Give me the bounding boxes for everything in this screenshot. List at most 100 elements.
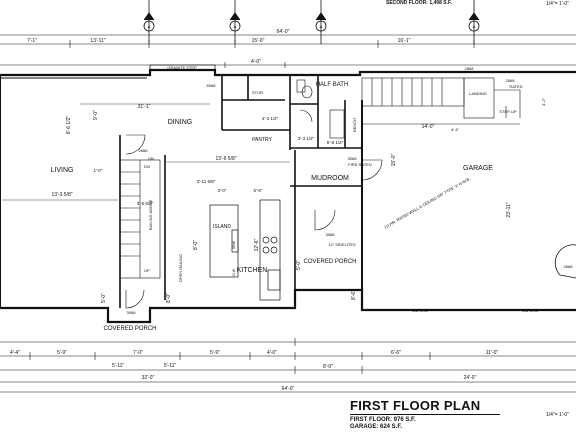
fire-rated-label: FIRE RATED	[348, 162, 372, 167]
dim-b1: 4'-4"	[10, 350, 20, 356]
dw-label: D.W.	[232, 268, 236, 276]
title-block: FIRST FLOOR PLAN FIRST FLOOR: 976 S.F. G…	[350, 398, 576, 432]
grid-marker: A	[234, 24, 237, 29]
exterior-walls	[0, 68, 576, 324]
top-dimension-lines	[0, 34, 576, 68]
sidelites-label: 14" SIDELITES	[328, 242, 356, 247]
open-railing-label: OPEN RAILING	[178, 254, 183, 282]
dim-top-4: 16'-1"	[398, 38, 411, 44]
scale-top: 1/4"= 1'-0"	[546, 1, 569, 7]
room-stor: STOR.	[252, 90, 264, 95]
bottom-dimension-lines	[0, 338, 576, 393]
door-tag: 6068	[207, 83, 217, 88]
stair-dn-label: DN	[144, 164, 150, 169]
dim-m5: 5'-0"	[101, 293, 107, 303]
dim-k3: 4'-3 1/2"	[262, 116, 279, 121]
rated-wall-note: (1) HR. RATED WALL & CEILING 5/8" TYPE '…	[383, 176, 471, 230]
dim-living-w: 13'-3 5/8"	[51, 192, 72, 198]
dim-b5: 4'-0"	[267, 350, 277, 356]
dim-b8: 5'-11"	[112, 363, 125, 369]
dim-g-5: 4'-2"	[541, 97, 546, 106]
door-tag: 9x8 OHD	[412, 308, 429, 313]
dim-top-1: 7'-1"	[27, 38, 37, 44]
room-dining: DINING	[168, 119, 193, 126]
first-floor-area: FIRST FLOOR: 976 S.F.	[350, 417, 416, 423]
dim-m7: 8'-0"	[166, 293, 172, 303]
dim-b7: 11'-0"	[486, 350, 499, 356]
dim-top-3: 15'-0"	[252, 38, 265, 44]
room-mudroom: MUDROOM	[311, 175, 349, 182]
dim-b6: 6'-6"	[391, 350, 401, 356]
room-kitchen: KITCHEN	[237, 267, 268, 274]
second-floor-note: SECOND FLOOR: 1,498 S.F.	[386, 0, 452, 6]
room-covered-porch-side: COVERED PORCH	[303, 259, 356, 265]
dim-b9: 5'-11"	[164, 363, 177, 369]
room-pantry: PANTRY	[252, 137, 272, 143]
railing-above-label: RAILING ABOVE	[148, 199, 153, 230]
door-tag: 3068	[127, 310, 137, 315]
dim-kitchen-w: 13'-6 5/8"	[215, 156, 236, 162]
grid-marker: A	[320, 24, 323, 29]
dim-mud-w: 3'-11 5/8"	[197, 179, 216, 184]
section-markers	[143, 0, 480, 44]
main-stair	[119, 159, 161, 279]
dim-m2: 8'-0"	[193, 240, 199, 250]
door-tag: 3068	[348, 156, 358, 161]
dim-m4: 12'-6"	[254, 238, 260, 251]
dim-b4: 5'-9"	[210, 350, 220, 356]
grid-marker: A	[148, 24, 151, 29]
garage-door	[554, 244, 576, 279]
granite-step	[149, 64, 216, 71]
dim-k2: 5'-6"	[254, 188, 263, 193]
dim-m6: 1'-0"	[94, 168, 103, 173]
dim-k5: 3'-3 1/2"	[298, 136, 315, 141]
dim-living-h: 8'-6 1/2"	[66, 116, 72, 135]
door-swings	[125, 109, 383, 309]
island-label: ISLAND	[213, 224, 231, 230]
dim-g-3: 15'-0"	[391, 153, 397, 166]
bath-fixtures	[296, 79, 345, 139]
stair-up-label: UP	[144, 268, 150, 273]
granite-step-label: GRANITE STEP	[167, 65, 197, 70]
door-tag: 2868	[506, 78, 516, 83]
kitchen-fixtures	[209, 199, 281, 301]
dim-b3: 7'-0"	[133, 350, 143, 356]
room-garage: GARAGE	[463, 165, 493, 172]
dim-g-4: 4'-4"	[451, 127, 460, 132]
dim-m3: 8'-6"	[351, 290, 357, 300]
door-tag: 3068	[326, 232, 336, 237]
bench-label: BENCH	[352, 118, 357, 132]
room-covered-porch-front: COVERED PORCH	[103, 326, 156, 332]
dim-m1: 5'-0"	[296, 260, 302, 270]
room-half-bath: HALF BATH	[316, 82, 349, 88]
grid-marker: A	[473, 24, 476, 29]
dim-top-2: 13'-11"	[90, 38, 105, 44]
drawing-title: FIRST FLOOR PLAN	[350, 398, 481, 413]
door-tag: 2868	[465, 66, 475, 71]
dim-g-2: 23'-11"	[506, 202, 512, 217]
door-tag: 2668	[139, 148, 149, 153]
stair-dn2-label: DN	[148, 156, 154, 161]
dim-k4: 5'-8 1/2"	[327, 140, 344, 145]
dim-b10: 32'-0"	[142, 375, 155, 381]
dim-k1: 3'-0"	[218, 188, 227, 193]
door-tag: 9x8 OHD	[522, 308, 539, 313]
door-tag: 2668	[564, 264, 574, 269]
dim-stair: 3'-5 5/8"	[137, 201, 154, 206]
dim-top-overall: 64'-0"	[277, 29, 290, 35]
dim-dining-w: 31'-1"	[138, 104, 151, 110]
dim-g-1: 14'-0"	[422, 124, 435, 130]
garage-area: GARAGE: 624 S.F.	[350, 424, 403, 430]
dim-b12: 24'-0"	[464, 375, 477, 381]
step-up-label: STEP-UP	[499, 109, 517, 114]
dim-living-h2: 9'-0"	[93, 110, 99, 120]
garage-stairs	[361, 77, 521, 119]
sink-label: SINK	[232, 240, 236, 249]
dim-top-5: 4'-0"	[251, 59, 261, 65]
dim-b2: 5'-9"	[57, 350, 67, 356]
scale-bottom: 1/4"= 1'-0"	[546, 412, 569, 418]
room-living: LIVING	[51, 167, 74, 174]
rated-label: RATED	[509, 84, 522, 89]
dim-b-overall: 64'-0"	[282, 386, 295, 392]
